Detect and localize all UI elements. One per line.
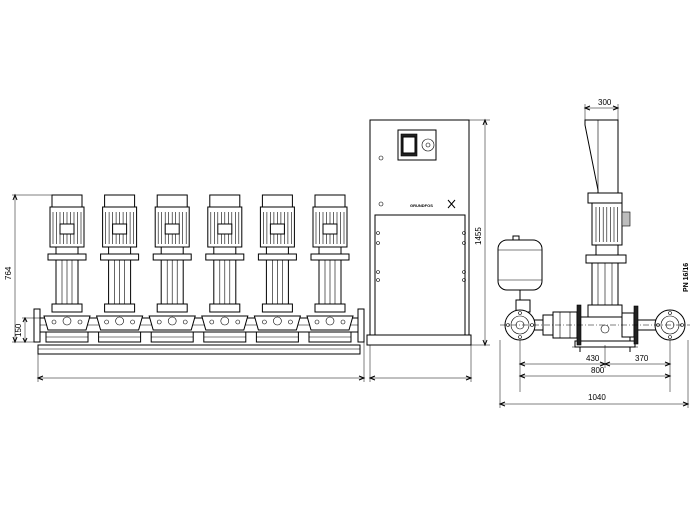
- pump-2: [95, 194, 144, 343]
- dim-300: 300: [598, 98, 612, 107]
- dim-764: 764: [4, 266, 13, 280]
- dim-430: 430: [586, 354, 600, 363]
- base-frame: [37, 344, 361, 355]
- front-view: [33, 194, 365, 355]
- dimensions: 764 150 1455 300: [4, 98, 690, 408]
- pump-row: [43, 194, 354, 343]
- dim-150: 150: [14, 323, 23, 337]
- pump-6: [306, 194, 354, 343]
- flange-right: [357, 308, 365, 343]
- pressure-tank: [497, 239, 543, 291]
- dim-1040: 1040: [588, 393, 606, 402]
- pump-1: [43, 194, 91, 343]
- brand-label: GRUNDFOS: [410, 203, 433, 208]
- pump-4: [201, 194, 249, 343]
- side-view: [497, 119, 690, 352]
- dim-1455: 1455: [474, 227, 483, 245]
- side-motor-cover: [587, 192, 623, 204]
- pressure-rating-label: PN 16/16: [683, 263, 690, 292]
- flange-left: [33, 308, 41, 343]
- pump-3: [148, 194, 196, 343]
- dim-370: 370: [635, 354, 649, 363]
- control-cabinet: GRUNDFOS: [366, 119, 472, 346]
- pump-5: [253, 194, 302, 343]
- dim-800: 800: [591, 366, 605, 375]
